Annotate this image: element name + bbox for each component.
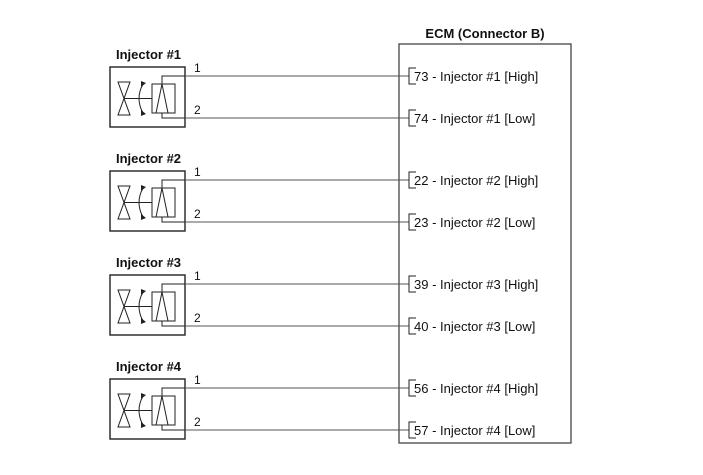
pin-number-1: 1 (194, 373, 201, 387)
actuation-arc-icon (138, 291, 144, 322)
solenoid-coil-icon (151, 395, 176, 426)
ecm-terminal-low: 74 - Injector #1 [Low] (414, 111, 535, 126)
injector-housing-box (109, 378, 186, 440)
ecm-terminal-high: 56 - Injector #4 [High] (414, 381, 538, 396)
ecm-box (398, 43, 572, 444)
pin-number-2: 2 (194, 311, 201, 325)
internal-lead-1 (161, 179, 185, 188)
valve-icon (117, 393, 131, 428)
internal-lead-2 (161, 321, 185, 327)
injector-title: Injector #1 (116, 47, 181, 62)
ecm-terminal-low: 23 - Injector #2 [Low] (414, 215, 535, 230)
arrow-down-icon (141, 110, 146, 116)
arrow-up-icon (141, 289, 146, 295)
injector-4: Injector #4 1 2 56 - Injector #4 [High] 57 -… (109, 359, 538, 440)
terminal-bracket-1 (408, 275, 416, 293)
injector-housing-box (109, 170, 186, 232)
arrow-up-icon (141, 185, 146, 191)
pin-number-1: 1 (194, 61, 201, 75)
injector-housing-box (109, 274, 186, 336)
terminal-bracket-2 (408, 317, 416, 335)
pin-number-2: 2 (194, 207, 201, 221)
pin-number-1: 1 (194, 269, 201, 283)
injector-title: Injector #4 (116, 359, 182, 374)
actuation-arc-icon (138, 83, 144, 114)
injector-title: Injector #3 (116, 255, 181, 270)
terminal-bracket-1 (408, 67, 416, 85)
injector-title: Injector #2 (116, 151, 181, 166)
pin-number-2: 2 (194, 103, 201, 117)
ecm-title: ECM (Connector B) (425, 26, 544, 41)
internal-lead-1 (161, 283, 185, 292)
ecm-connector-b: ECM (Connector B) (398, 26, 572, 444)
internal-lead-2 (161, 217, 185, 223)
arrow-down-icon (141, 422, 146, 428)
pin-number-1: 1 (194, 165, 201, 179)
injector-housing-box (109, 66, 186, 128)
arrow-down-icon (141, 214, 146, 220)
ecm-terminal-low: 57 - Injector #4 [Low] (414, 423, 535, 438)
arrow-up-icon (141, 393, 146, 399)
internal-lead-1 (161, 387, 185, 396)
solenoid-coil-icon (151, 187, 176, 218)
terminal-bracket-2 (408, 109, 416, 127)
ecm-terminal-high: 73 - Injector #1 [High] (414, 69, 538, 84)
solenoid-coil-icon (151, 291, 176, 322)
terminal-bracket-1 (408, 379, 416, 397)
internal-lead-2 (161, 113, 185, 119)
valve-icon (117, 185, 131, 220)
injector-1: Injector #1 1 2 73 - Injector #1 [High] 74 -… (109, 47, 538, 128)
actuation-arc-icon (138, 187, 144, 218)
ecm-terminal-low: 40 - Injector #3 [Low] (414, 319, 535, 334)
terminal-bracket-2 (408, 213, 416, 231)
injector-3: Injector #3 1 2 39 - Injector #3 [High] 40 -… (109, 255, 538, 336)
ecm-terminal-high: 22 - Injector #2 [High] (414, 173, 538, 188)
arrow-up-icon (141, 81, 146, 87)
solenoid-coil-icon (151, 83, 176, 114)
injector-2: Injector #2 1 2 22 - Injector #2 [High] 23 -… (109, 151, 538, 232)
pin-number-2: 2 (194, 415, 201, 429)
actuation-arc-icon (138, 395, 144, 426)
arrow-down-icon (141, 318, 146, 324)
terminal-bracket-1 (408, 171, 416, 189)
internal-lead-1 (161, 75, 185, 84)
terminal-bracket-2 (408, 421, 416, 439)
ecm-terminal-high: 39 - Injector #3 [High] (414, 277, 538, 292)
valve-icon (117, 81, 131, 116)
valve-icon (117, 289, 131, 324)
internal-lead-2 (161, 425, 185, 431)
